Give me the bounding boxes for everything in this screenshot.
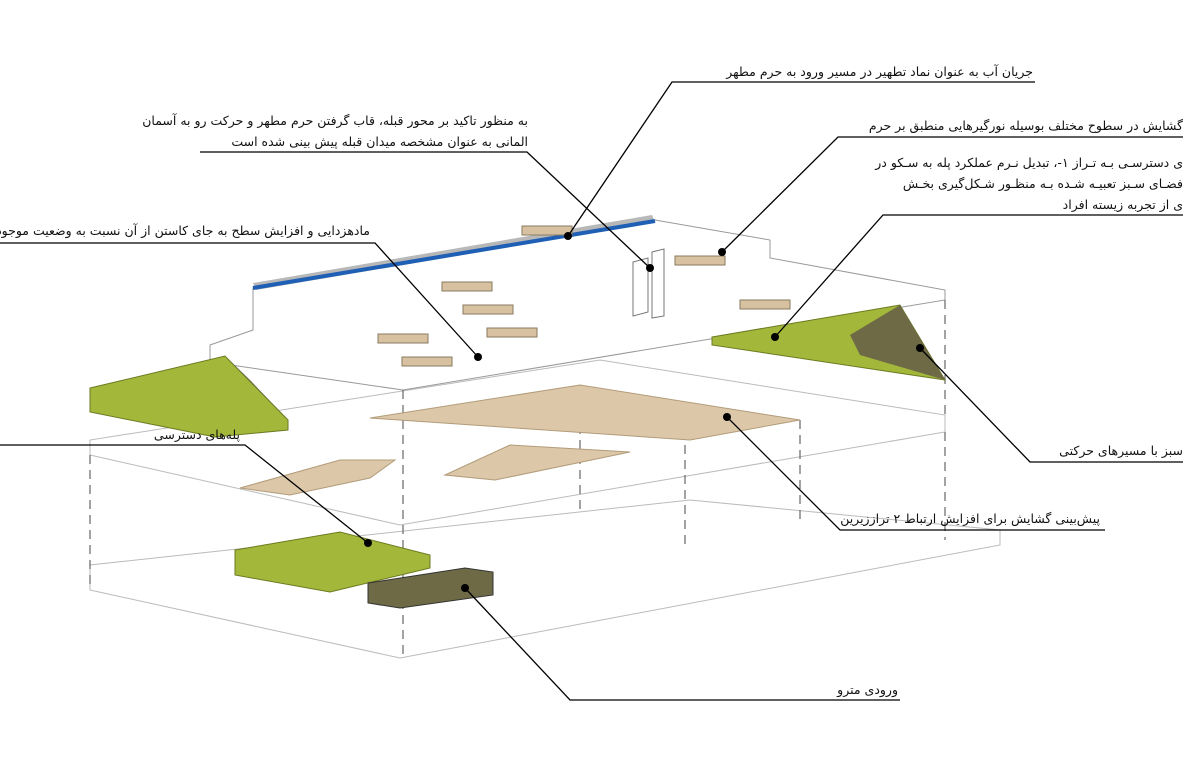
water-channel	[252, 219, 656, 290]
void-left	[239, 459, 397, 496]
note-dematerialize: مادهزدایی و افزایش سطح به جای کاستن از آ…	[0, 223, 370, 238]
note-line: ی دسترسـی بـه تـراز ۱-، تبدیل نـرم عملکر…	[875, 155, 1183, 170]
void-center	[443, 444, 631, 481]
leader-lines	[0, 81, 1183, 701]
leader-dots	[364, 232, 924, 592]
note-skylights: گشایش در سطوح مختلف بوسیله نورگیرهایی من…	[868, 118, 1183, 133]
note-green-paths: سبز با مسیرهای حرکتی	[1059, 443, 1183, 458]
green-steps-lower	[234, 531, 431, 593]
note-metro-entrance: ورودی مترو	[837, 682, 898, 697]
note-qibla-axis: به منظور تاکید بر محور قبله، قاب گرفتن ح…	[142, 110, 528, 152]
note-opening-levels: پیش‌بینی گشایش برای افزایش ارتباط ۲ تراز…	[840, 511, 1100, 526]
skylights	[377, 225, 791, 367]
void-large	[369, 384, 801, 441]
note-line: ی از تجربه زیسته افراد	[1062, 197, 1183, 212]
metro-box	[367, 567, 494, 609]
note-line: المانی به عنوان مشخصه میدان قبله پیش بین…	[231, 134, 528, 149]
note-water-flow: جریان آب به عنوان نماد تطهیر در مسیر ورو…	[726, 64, 1033, 79]
note-access-stairs: پله‌های دسترسی	[153, 427, 240, 442]
note-line: به منظور تاکید بر محور قبله، قاب گرفتن ح…	[142, 113, 528, 128]
note-access-steps-green: ی دسترسـی بـه تـراز ۱-، تبدیل نـرم عملکر…	[875, 152, 1183, 215]
roof-slab	[209, 219, 946, 391]
qibla-element	[632, 248, 665, 319]
note-line: فضـای سـبز تعبیـه شـده بـه منظـور شـکل‌گ…	[902, 176, 1183, 191]
